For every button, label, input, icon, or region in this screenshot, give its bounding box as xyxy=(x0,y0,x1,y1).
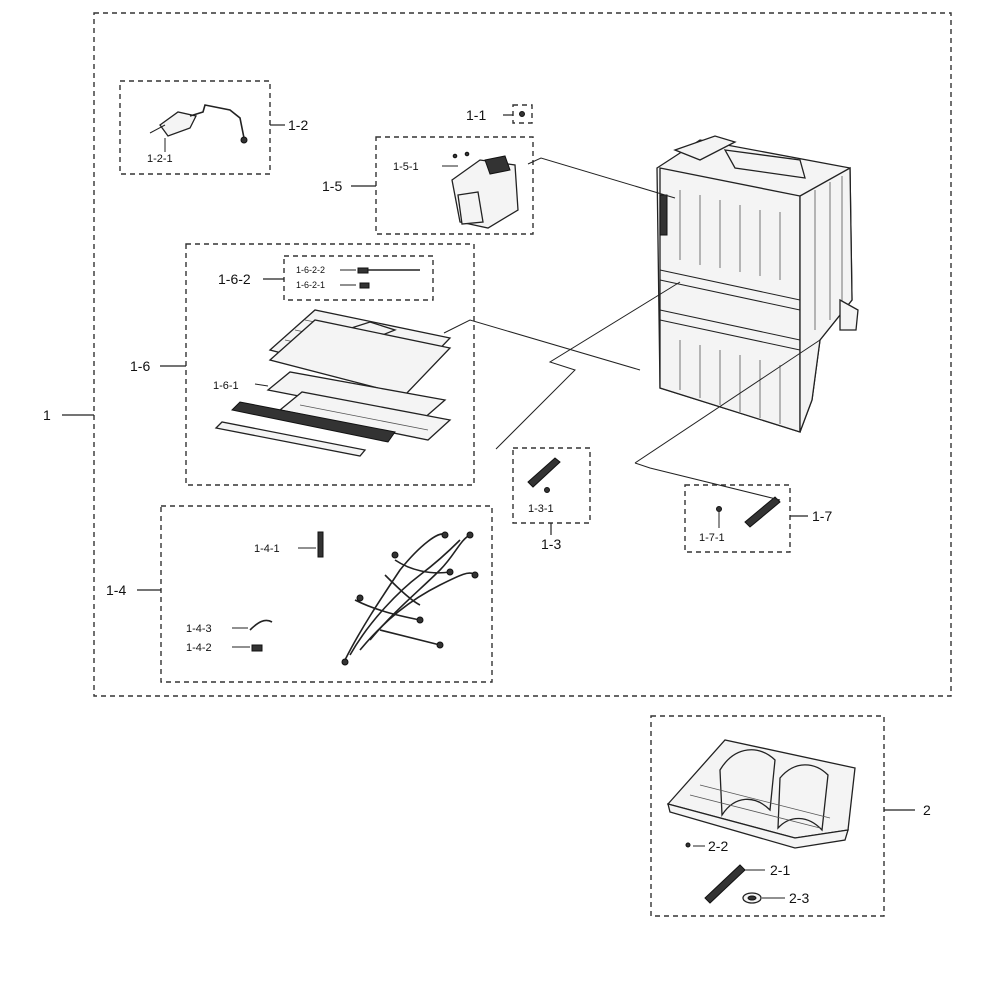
leader-lines xyxy=(62,114,915,899)
label-1-2-1: 1-2-1 xyxy=(147,153,173,165)
group-1-box xyxy=(93,12,952,697)
group-2-box xyxy=(650,715,885,917)
label-1-6-2: 1-6-2 xyxy=(218,271,251,287)
rail-1-3-icon xyxy=(527,457,561,493)
group-1-4-box xyxy=(160,505,493,683)
group-1-1-box xyxy=(512,104,533,124)
label-1-7-1: 1-7-1 xyxy=(699,532,725,544)
label-1-4-3: 1-4-3 xyxy=(186,623,212,635)
label-1-6-2-1: 1-6-2-1 xyxy=(296,280,325,290)
label-1-4-1: 1-4-1 xyxy=(254,543,280,555)
label-1-5: 1-5 xyxy=(322,178,342,194)
label-1-3: 1-3 xyxy=(541,536,561,552)
group-1-2-box xyxy=(119,80,271,175)
group-1-7-box xyxy=(684,484,791,553)
label-1-4-2: 1-4-2 xyxy=(186,642,212,654)
label-2-3: 2-3 xyxy=(789,890,809,906)
label-1-4: 1-4 xyxy=(106,582,126,598)
label-1-5-1: 1-5-1 xyxy=(393,161,419,173)
drawer-cover-icon xyxy=(214,309,452,457)
evaporator-housing-2-icon xyxy=(666,739,856,904)
group-1-6-box xyxy=(185,243,475,486)
bracket-1-2-icon xyxy=(149,104,248,152)
label-1-2: 1-2 xyxy=(288,117,308,133)
label-1-3-1: 1-3-1 xyxy=(528,503,554,515)
label-1-7: 1-7 xyxy=(812,508,832,524)
rail-1-7-icon xyxy=(716,496,781,528)
label-2: 2 xyxy=(923,802,931,818)
label-1-1: 1-1 xyxy=(466,107,486,123)
clip-1-1-icon xyxy=(519,111,525,117)
label-1-6: 1-6 xyxy=(130,358,150,374)
evaporator-cover-icon xyxy=(442,151,519,229)
label-1-6-2-2: 1-6-2-2 xyxy=(296,265,325,275)
refrigerator-cabinet-icon xyxy=(656,135,859,433)
label-2-1: 2-1 xyxy=(770,862,790,878)
label-2-2: 2-2 xyxy=(708,838,728,854)
label-1-6-1: 1-6-1 xyxy=(213,380,239,392)
wire-harness-icon xyxy=(232,531,479,666)
bolt-1-6-2-icon xyxy=(340,267,420,289)
label-1: 1 xyxy=(43,407,51,423)
group-1-6-2-box xyxy=(283,255,434,301)
